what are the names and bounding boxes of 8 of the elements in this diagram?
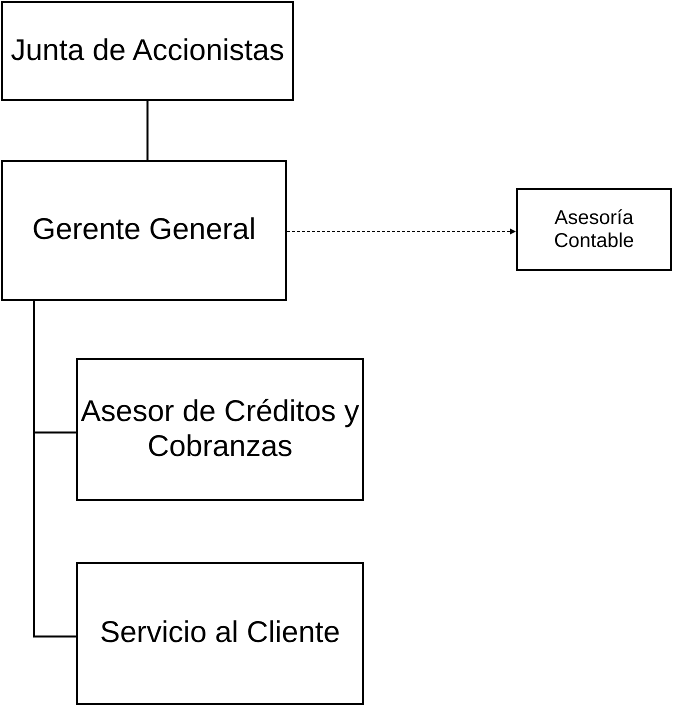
org-box: Junta de Accionistas [1, 1, 294, 101]
org-box: Servicio al Cliente [76, 562, 364, 705]
org-box: Asesor de Créditos y Cobranzas [76, 358, 364, 501]
org-box: Asesoría Contable [516, 188, 672, 271]
connector-line [33, 301, 76, 638]
dashed-arrow [286, 228, 516, 234]
org-box: Gerente General [1, 160, 287, 301]
connector-line [146, 101, 148, 160]
